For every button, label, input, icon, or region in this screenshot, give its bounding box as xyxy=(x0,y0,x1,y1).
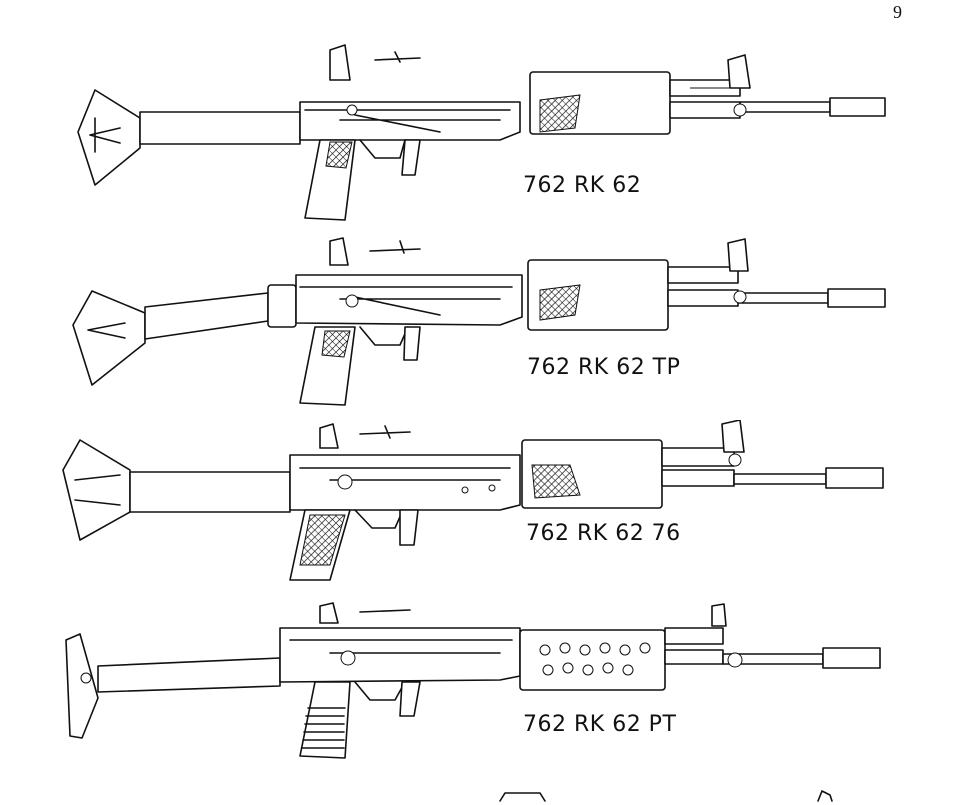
rifle-drawing xyxy=(65,602,881,759)
rifle-drawing xyxy=(72,237,886,406)
rifle-illustration-rk62: 762 RK 62 xyxy=(0,40,960,230)
rifle-drawing xyxy=(77,44,886,221)
page-number: 9 xyxy=(893,2,902,22)
rifle-caption: 762 RK 62 76 xyxy=(526,521,681,546)
rifle-caption: 762 RK 62 xyxy=(523,173,642,198)
rifle-caption: 762 RK 62 TP xyxy=(527,355,681,380)
rifle-illustration-rk62-pt: 762 RK 62 PT xyxy=(0,598,960,768)
rifle-illustration-rk62-76: 762 RK 62 76 xyxy=(0,420,960,600)
partial-illustration xyxy=(499,790,833,802)
rifle-illustration-rk62-tp: 762 RK 62 TP xyxy=(0,235,960,425)
rifle-drawing xyxy=(62,420,884,581)
rifle-caption: 762 RK 62 PT xyxy=(523,712,677,737)
